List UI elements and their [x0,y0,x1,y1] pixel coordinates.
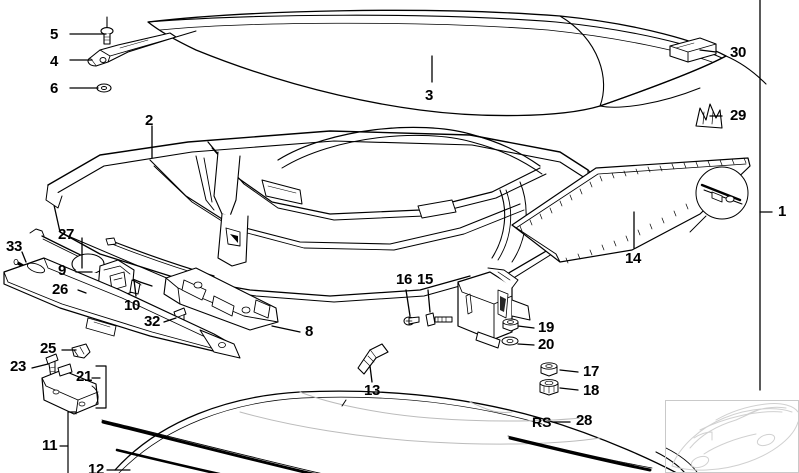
callout-20: 20 [538,336,555,353]
callout-1: 1 [778,203,787,220]
rs-marker-label: RS [532,414,552,430]
callout-17: 17 [583,363,600,380]
part-top-cover-3 [147,9,767,117]
part-lock-nut-18 [539,379,559,396]
callout-30: 30 [730,44,747,61]
callout-19: 19 [538,319,555,336]
callout-15: 15 [417,271,434,288]
part-sealing-strip-14 [511,157,751,264]
part-tonneau-panel [3,257,241,359]
callout-16: 16 [396,271,413,288]
callout-28: 28 [576,412,593,429]
callout-29: 29 [730,107,747,124]
part-top-frame-2 [45,126,597,303]
callout-25: 25 [40,340,57,357]
part-flange-nut-17 [540,362,558,377]
callout-12: 12 [88,461,105,473]
callout-5: 5 [50,26,59,43]
callout-26: 26 [52,281,69,298]
part-washer-20 [501,336,519,346]
part-clip-block-30 [669,37,717,63]
part-lock-housing-21 [41,363,99,415]
vehicle-thumbnail-art [671,403,799,471]
callout-4: 4 [50,53,59,70]
callout-11: 11 [42,437,58,454]
callout-2: 2 [145,112,154,129]
part-screw-5 [100,16,114,45]
leader-lines [21,33,773,423]
part-seal-12 [115,448,222,473]
callout-13: 13 [364,382,381,399]
callout-18: 18 [583,382,600,399]
part-hex-bolt-15 [425,312,453,327]
callout-23: 23 [10,358,27,375]
part-retaining-clip-29 [695,103,723,129]
part-soft-top-lower [114,390,699,473]
callout-8: 8 [305,323,314,340]
part-right-drive-unit-8 [163,267,279,331]
part-countersunk-screw-16 [403,316,420,326]
bracket-11-12 [59,411,131,473]
callout-14: 14 [625,250,642,267]
callout-9: 9 [58,262,67,279]
detail-magnifier-circle [689,166,749,233]
callout-10: 10 [124,297,141,314]
callout-6: 6 [50,80,59,97]
part-latch-bracket [457,267,531,349]
bracket-21 [91,365,107,409]
vehicle-thumbnail-frame [665,400,799,473]
part-washer-6 [96,83,112,93]
part-hex-nut-19 [502,318,519,332]
callout-3: 3 [425,87,434,104]
callout-33: 33 [6,238,23,255]
callout-32: 32 [144,313,161,330]
part-spring-clip-25 [71,343,91,359]
callout-21: 21 [76,368,93,385]
callout-27: 27 [58,226,75,243]
part-seal-11 [101,419,322,473]
